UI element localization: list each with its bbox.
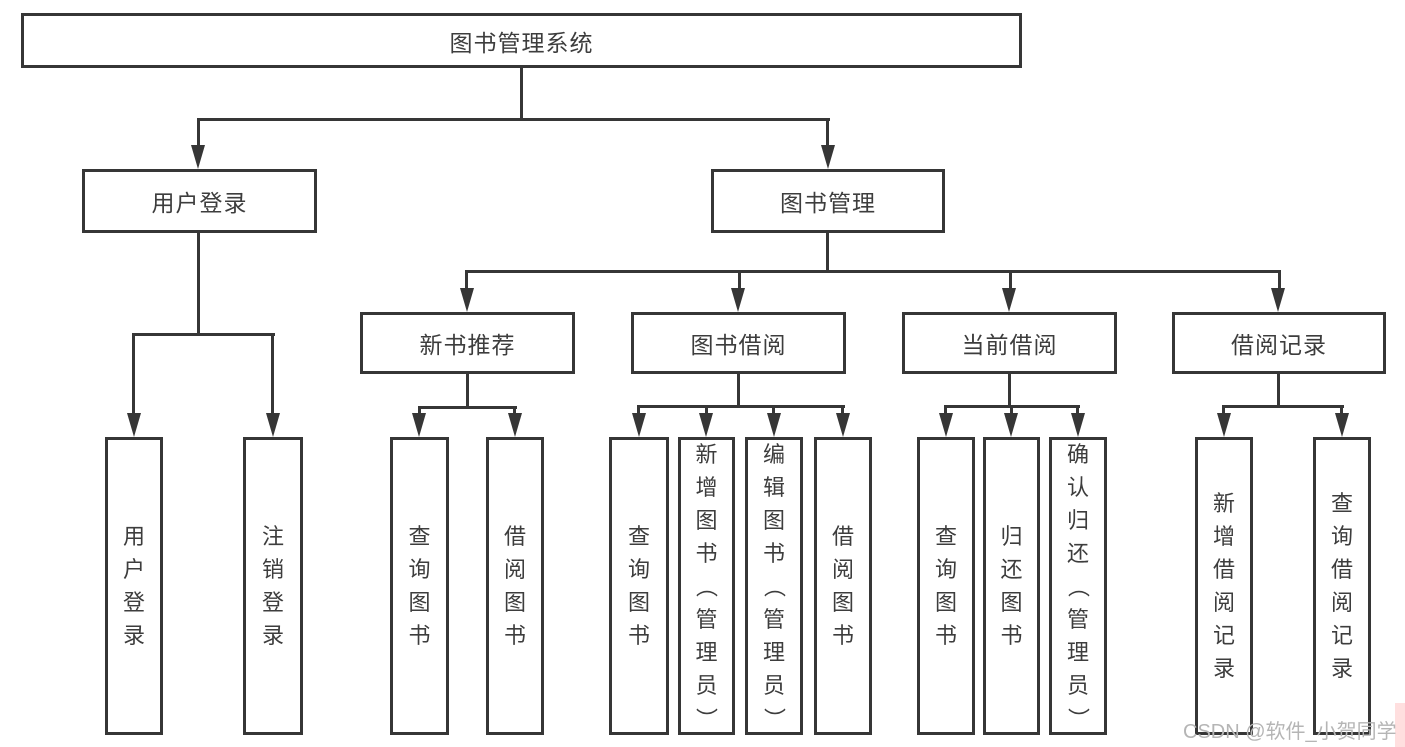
connector-line <box>1278 270 1281 291</box>
connector-arrowhead-icon <box>1271 288 1285 312</box>
node-book-management-label: 图书管理 <box>780 190 876 216</box>
node-user-login: 用户登录 <box>82 169 317 233</box>
node-leaf-bb-borrow-book: 借阅图书 <box>814 437 872 735</box>
connector-line <box>637 405 845 408</box>
node-leaf-bb-borrow-book-label: 借阅图书 <box>831 524 854 648</box>
connector-arrowhead-icon <box>412 413 426 437</box>
node-borrow-record-label: 借阅记录 <box>1231 332 1327 358</box>
connector-line <box>271 333 274 415</box>
connector-line <box>705 405 708 416</box>
corner-artifact <box>1395 703 1405 747</box>
connector-arrowhead-icon <box>1071 413 1085 437</box>
connector-line <box>737 374 740 407</box>
connector-line <box>197 118 200 148</box>
csdn-watermark: CSDN @软件_小贺同学 <box>1183 721 1397 743</box>
connector-arrowhead-icon <box>127 413 141 437</box>
connector-arrowhead-icon <box>731 288 745 312</box>
node-leaf-bb-query-book: 查询图书 <box>609 437 669 735</box>
node-borrow-record: 借阅记录 <box>1172 312 1386 374</box>
connector-line <box>1076 405 1079 416</box>
node-current-borrow: 当前借阅 <box>902 312 1117 374</box>
connector-arrowhead-icon <box>1002 288 1016 312</box>
node-leaf-cb-return-book-label: 归还图书 <box>1000 524 1023 648</box>
node-leaf-bb-query-book-label: 查询图书 <box>627 524 650 648</box>
connector-arrowhead-icon <box>1335 413 1349 437</box>
node-leaf-cb-confirm-return: 确认归还（管理员） <box>1049 437 1107 735</box>
connector-line <box>466 270 1280 273</box>
connector-line <box>520 67 523 120</box>
connector-arrowhead-icon <box>821 145 835 169</box>
connector-arrowhead-icon <box>939 413 953 437</box>
connector-arrowhead-icon <box>460 288 474 312</box>
connector-arrowhead-icon <box>632 413 646 437</box>
connector-line <box>1340 405 1343 416</box>
node-leaf-br-query-record-label: 查询借阅记录 <box>1330 491 1353 681</box>
connector-line <box>826 233 829 273</box>
node-leaf-bb-edit-book: 编辑图书（管理员） <box>745 437 803 735</box>
node-leaf-bb-edit-book-label: 编辑图书（管理员） <box>761 441 787 730</box>
node-current-borrow-label: 当前借阅 <box>961 332 1058 358</box>
connector-line <box>418 406 421 416</box>
node-leaf-logout: 注销登录 <box>243 437 303 735</box>
node-leaf-br-add-record: 新增借阅记录 <box>1195 437 1253 735</box>
connector-arrowhead-icon <box>699 413 713 437</box>
node-leaf-bb-add-book-label: 新增图书（管理员） <box>693 441 719 730</box>
node-leaf-nbr-query-book-label: 查询图书 <box>408 524 431 648</box>
connector-arrowhead-icon <box>191 145 205 169</box>
node-leaf-user-login: 用户登录 <box>105 437 163 735</box>
node-leaf-cb-return-book: 归还图书 <box>983 437 1040 735</box>
node-leaf-br-add-record-label: 新增借阅记录 <box>1212 491 1235 681</box>
connector-line <box>1009 270 1012 291</box>
node-leaf-bb-add-book: 新增图书（管理员） <box>678 437 735 735</box>
node-leaf-cb-query-book-label: 查询图书 <box>934 524 957 648</box>
connector-arrowhead-icon <box>1004 413 1018 437</box>
node-root-label: 图书管理系统 <box>449 29 594 56</box>
connector-line <box>637 405 640 416</box>
connector-line <box>197 232 200 335</box>
node-book-management: 图书管理 <box>711 169 945 233</box>
node-leaf-logout-label: 注销登录 <box>261 524 284 648</box>
connector-arrowhead-icon <box>836 413 850 437</box>
node-root: 图书管理系统 <box>21 13 1022 68</box>
connector-arrowhead-icon <box>508 413 522 437</box>
connector-line <box>826 118 829 148</box>
connector-line <box>1222 405 1344 408</box>
node-leaf-br-query-record: 查询借阅记录 <box>1313 437 1371 735</box>
node-new-book-recommend: 新书推荐 <box>360 312 575 374</box>
connector-line <box>1010 405 1013 416</box>
connector-line <box>132 333 275 336</box>
connector-line <box>1277 374 1280 407</box>
connector-line <box>132 333 135 415</box>
node-leaf-cb-query-book: 查询图书 <box>917 437 975 735</box>
connector-arrowhead-icon <box>767 413 781 437</box>
connector-line <box>198 118 830 121</box>
connector-arrowhead-icon <box>266 413 280 437</box>
connector-line <box>465 270 468 291</box>
node-leaf-nbr-borrow-book: 借阅图书 <box>486 437 544 735</box>
node-new-book-recommend-label: 新书推荐 <box>419 332 516 358</box>
node-leaf-nbr-borrow-book-label: 借阅图书 <box>503 524 526 648</box>
node-book-borrow: 图书借阅 <box>631 312 846 374</box>
connector-line <box>1008 374 1011 407</box>
connector-line <box>466 374 469 408</box>
connector-line <box>841 405 844 416</box>
node-leaf-cb-confirm-return-label: 确认归还（管理员） <box>1065 441 1091 730</box>
node-book-borrow-label: 图书借阅 <box>690 332 787 358</box>
connector-line <box>772 405 775 416</box>
connector-line <box>513 406 516 416</box>
connector-line <box>944 405 947 416</box>
connector-line <box>1222 405 1225 416</box>
connector-line <box>418 406 517 409</box>
connector-line <box>738 270 741 291</box>
connector-arrowhead-icon <box>1217 413 1231 437</box>
node-leaf-nbr-query-book: 查询图书 <box>390 437 449 735</box>
node-leaf-user-login-label: 用户登录 <box>122 524 145 648</box>
node-user-login-label: 用户登录 <box>151 190 248 216</box>
